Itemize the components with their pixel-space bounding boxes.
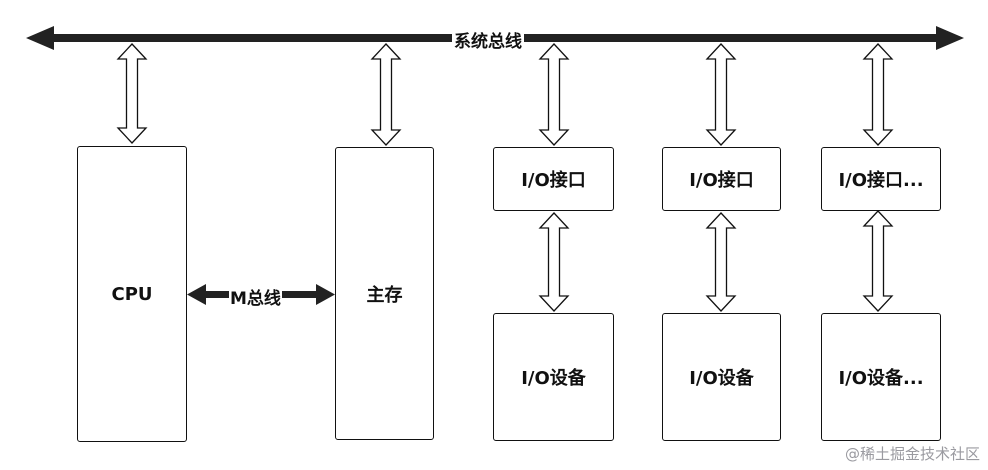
memory-bus-label: M总线 bbox=[229, 284, 282, 309]
io-interface-label: I/O接口 bbox=[689, 170, 754, 191]
cpu-label: CPU bbox=[111, 283, 153, 305]
interface-device-arrow bbox=[862, 210, 894, 312]
io-interface-bus-arrow bbox=[705, 43, 737, 146]
io-interface-box: I/O接口 bbox=[493, 147, 614, 211]
io-device-label: I/O设备... bbox=[838, 368, 924, 389]
io-device-box: I/O设备... bbox=[821, 313, 941, 441]
io-device-label: I/O设备 bbox=[689, 368, 754, 389]
cpu-bus-arrow bbox=[116, 43, 148, 144]
io-device-box: I/O设备 bbox=[493, 313, 614, 441]
io-interface-bus-arrow bbox=[862, 43, 894, 146]
system-bus-label: 系统总线 bbox=[452, 27, 524, 52]
cpu-box: CPU bbox=[77, 146, 187, 442]
memory-bus-connector-arrow bbox=[370, 43, 402, 146]
io-interface-label: I/O接口 bbox=[521, 170, 586, 191]
io-interface-label: I/O接口... bbox=[838, 170, 924, 191]
interface-device-arrow bbox=[705, 212, 737, 312]
io-interface-bus-arrow bbox=[538, 43, 570, 146]
io-device-label: I/O设备 bbox=[521, 368, 586, 389]
main-memory-box: 主存 bbox=[335, 147, 434, 440]
interface-device-arrow bbox=[538, 212, 570, 312]
io-interface-box: I/O接口... bbox=[821, 147, 941, 211]
io-interface-box: I/O接口 bbox=[662, 147, 781, 211]
main-memory-label: 主存 bbox=[366, 284, 403, 306]
watermark: @稀土掘金技术社区 bbox=[844, 445, 980, 463]
io-device-box: I/O设备 bbox=[662, 313, 781, 441]
